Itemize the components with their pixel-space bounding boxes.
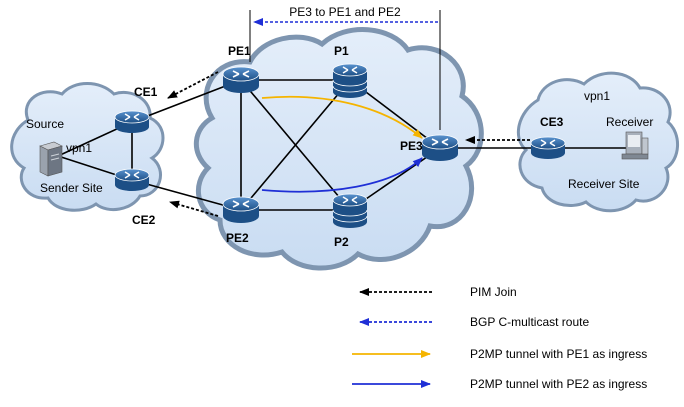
p2mp-tunnel-pe2: [261, 157, 423, 193]
legend-pim-label: PIM Join: [470, 285, 517, 299]
label-pe1: PE1: [228, 44, 251, 58]
router-ce3[interactable]: [530, 136, 566, 159]
label-right-vpn: vpn1: [584, 89, 610, 103]
receiver-pc-icon: [621, 131, 649, 160]
label-p1: P1: [334, 44, 349, 58]
label-source: Source: [26, 117, 64, 131]
server-icon: [39, 141, 63, 177]
router-pe1[interactable]: [222, 66, 260, 93]
router-ce2[interactable]: [114, 168, 150, 191]
router-p1[interactable]: [332, 63, 368, 98]
legend-pe2-tunnel-label: P2MP tunnel with PE2 as ingress: [470, 377, 647, 391]
router-pe3[interactable]: [421, 134, 459, 161]
top-banner-label: PE3 to PE1 and PE2: [289, 5, 401, 19]
label-receiver-site: Receiver Site: [568, 177, 640, 191]
router-pe2[interactable]: [222, 196, 260, 223]
label-receiver: Receiver: [606, 115, 653, 129]
backbone-links: [131, 79, 626, 211]
p2mp-tunnel-pe1: [261, 95, 423, 139]
receiver-site-cloud: [516, 71, 679, 213]
label-ce3: CE3: [540, 115, 564, 129]
legend: PIM Join BGP C-multicast route P2MP tunn…: [352, 285, 647, 391]
legend-bgp-label: BGP C-multicast route: [470, 315, 589, 329]
label-left-vpn: vpn1: [66, 141, 92, 155]
router-p2[interactable]: [332, 193, 368, 228]
label-sender-site: Sender Site: [40, 181, 103, 195]
router-ce1[interactable]: [114, 110, 150, 133]
label-ce2: CE2: [132, 213, 156, 227]
pim-join-pe1-ce1: [167, 71, 219, 99]
legend-pe1-tunnel-label: P2MP tunnel with PE1 as ingress: [470, 347, 647, 361]
label-pe3: PE3: [400, 139, 423, 153]
label-pe2: PE2: [226, 231, 249, 245]
pim-join-pe2-ce2: [169, 200, 219, 217]
label-ce1: CE1: [134, 85, 158, 99]
backbone-cloud: [193, 27, 484, 271]
label-p2: P2: [334, 235, 349, 249]
